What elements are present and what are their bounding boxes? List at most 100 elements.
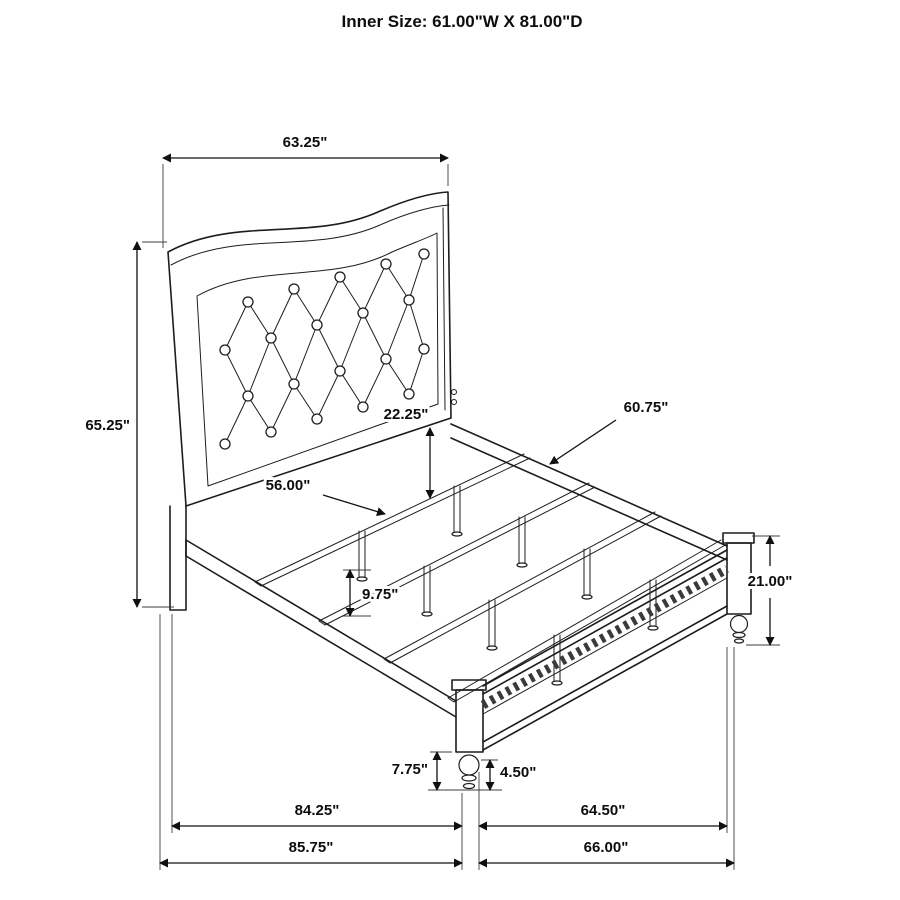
dim-footboard-height-label: 21.00" <box>748 573 793 590</box>
slats <box>254 453 728 703</box>
tufting-button <box>242 390 254 402</box>
tufting-button <box>288 283 300 295</box>
slat-leg <box>453 485 461 533</box>
dim-headboard-width-label: 63.25" <box>283 134 328 151</box>
dimension-slat-leg-height: 9.75" <box>343 569 401 617</box>
rail-bolt-icon <box>451 389 457 395</box>
slat-leg-foot <box>647 625 659 631</box>
headboard-leg <box>169 505 187 611</box>
dim-headboard-to-slat-label: 22.25" <box>384 406 429 423</box>
dimension-side-rail-length: 60.75" <box>549 396 671 465</box>
slat-leg-foot <box>516 562 528 568</box>
tufting-button <box>219 438 231 450</box>
slat-leg-foot <box>356 576 368 582</box>
dimension-overall-width: 66.00" <box>478 647 735 870</box>
tufting-button <box>418 343 430 355</box>
dimension-headboard-width: 63.25" <box>162 134 449 248</box>
tufting-button <box>311 413 323 425</box>
slat-leg-foot <box>421 611 433 617</box>
headboard-crown-molding <box>170 204 450 266</box>
tufting-line <box>224 299 425 397</box>
footboard-near-post <box>455 689 484 753</box>
tufting-button <box>334 365 346 377</box>
slat-leg <box>358 530 366 578</box>
rail-bolt-icon <box>451 399 457 405</box>
slat <box>447 539 728 703</box>
tufting-button <box>242 296 254 308</box>
dim-finial-height-label: 4.50" <box>500 764 536 781</box>
footboard-near-foot-ring <box>461 774 477 782</box>
dimension-foot-height: 7.75" <box>389 751 502 791</box>
tufting-button <box>219 344 231 356</box>
tufting-button <box>357 401 369 413</box>
footboard-panel-mid <box>482 577 728 715</box>
slat-legs <box>356 485 659 686</box>
dimension-overall-depth: 85.75" <box>159 614 463 870</box>
dim-headboard-height-label: 65.25" <box>85 417 130 434</box>
tufting-line <box>224 348 425 445</box>
dimension-slat-length: 56.00" <box>263 474 386 516</box>
footboard-far-foot-base <box>733 638 745 644</box>
footboard-far-post-cap <box>722 532 755 544</box>
dim-slat-length-label: 56.00" <box>266 477 311 494</box>
slat-leg-foot <box>581 594 593 600</box>
slat-leg <box>649 579 657 627</box>
footboard-far-foot-ball <box>729 614 749 634</box>
tufting-button <box>418 248 430 260</box>
side-rails <box>185 423 728 718</box>
tufting-button <box>265 426 277 438</box>
near-rail <box>185 539 457 718</box>
tufting-button <box>334 271 346 283</box>
leader-line <box>322 494 386 516</box>
slat <box>318 482 596 626</box>
footboard-near-foot-ball <box>458 754 480 776</box>
tufting-button <box>403 388 415 400</box>
slat-leg <box>488 599 496 647</box>
dim-overall-depth-label: 85.75" <box>289 839 334 856</box>
footboard-dentil-molding <box>480 565 730 709</box>
tufting-pattern <box>219 248 430 450</box>
dimension-inner-width: 64.50" <box>478 647 728 833</box>
tufting-button <box>288 378 300 390</box>
dimension-footboard-height: 21.00" <box>745 535 795 646</box>
dim-inner-depth-label: 84.25" <box>295 802 340 819</box>
slat-leg <box>423 565 431 613</box>
slat-leg <box>518 516 526 564</box>
headboard-right-molding <box>442 207 446 411</box>
tufting-button <box>380 258 392 270</box>
dim-side-rail-length-label: 60.75" <box>624 399 669 416</box>
footboard-near-foot-base <box>462 782 476 790</box>
bed-illustration <box>167 191 755 790</box>
dim-overall-width-label: 66.00" <box>584 839 629 856</box>
footboard-panel-bottom <box>482 605 728 751</box>
dimension-headboard-height: 65.25" <box>85 241 174 608</box>
slat <box>383 511 662 664</box>
far-rail <box>450 423 728 561</box>
tufting-line <box>224 253 425 351</box>
dim-slat-leg-height-label: 9.75" <box>362 586 398 603</box>
dim-inner-width-label: 64.50" <box>581 802 626 819</box>
slat <box>254 453 531 587</box>
dim-foot-height-label: 7.75" <box>392 761 428 778</box>
dimensions: 63.25" 65.25" 22.25" 60.75" 56.00" 9.75" <box>85 134 795 870</box>
footboard-near-post-cap <box>451 679 487 691</box>
slat-leg-foot <box>451 531 463 537</box>
slat-leg-foot <box>551 680 563 686</box>
leader-line <box>549 419 617 465</box>
dimension-inner-depth: 84.25" <box>171 614 463 833</box>
dimension-headboard-to-slat: 22.25" <box>381 403 435 499</box>
footboard-far-foot-ring <box>732 631 746 639</box>
footboard <box>451 532 755 790</box>
footboard-panel-top <box>482 549 728 695</box>
headboard-inner-frame <box>196 232 439 487</box>
tufting-button <box>311 319 323 331</box>
slat-leg <box>583 548 591 596</box>
dimension-finial-height: 4.50" <box>481 759 539 791</box>
tufting-button <box>357 307 369 319</box>
tufting-button <box>265 332 277 344</box>
headboard-outline <box>167 191 452 507</box>
slat-leg-foot <box>486 645 498 651</box>
headboard <box>167 191 457 611</box>
